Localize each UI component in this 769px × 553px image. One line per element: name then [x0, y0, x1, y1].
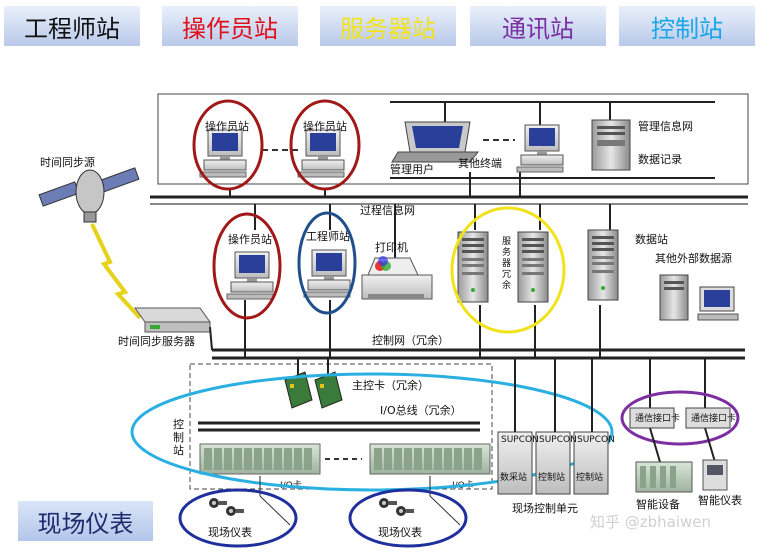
tab-comm-station[interactable]: 通讯站: [470, 6, 606, 46]
redundant-server-label: 服务器冗余: [502, 236, 511, 291]
cabinet-3-label: 控制站: [576, 471, 603, 483]
smart-instrument-icon: [702, 459, 728, 491]
smart-instrument-label: 智能仪表: [698, 493, 742, 507]
process-network-label: 过程信息网: [360, 203, 415, 217]
comm-station-highlight: [620, 390, 740, 446]
cabinet-icon: [497, 431, 609, 495]
comm-card-1-label: 通信接口卡: [635, 412, 680, 424]
time-server-icon: [134, 307, 211, 333]
supcon-label-1: SUPCON: [501, 435, 539, 445]
cabinet-2-label: 控制站: [538, 471, 565, 483]
data-station-label: 数据站: [635, 232, 668, 246]
laptop-icon: [391, 121, 480, 163]
printer-icon: [361, 256, 433, 300]
tab-server-station[interactable]: 服务器站: [320, 6, 456, 46]
operator-station-1-label: 操作员站: [205, 119, 249, 133]
operator-station-highlight: [192, 99, 264, 191]
control-station-highlight: [130, 372, 614, 492]
comm-card-2-label: 通信接口卡: [691, 412, 736, 424]
supcon-label-3: SUPCON: [577, 435, 615, 445]
watermark-text: 知乎 @zbhaiwen: [590, 513, 711, 531]
other-terminals-label: 其他终端: [458, 156, 502, 170]
main-control-card-icon: [284, 371, 343, 409]
tab-label: 操作员站: [182, 14, 278, 43]
server-station-highlight: [450, 206, 566, 334]
legend-label: 现场仪表: [37, 509, 134, 538]
external-data-label: 其他外部数据源: [655, 251, 732, 265]
tab-label: 控制站: [651, 14, 723, 43]
supcon-label-2: SUPCON: [539, 435, 577, 445]
smart-device-icon: [635, 461, 693, 493]
engineer-station-highlight: [297, 211, 357, 315]
external-pc-icon: [659, 274, 739, 321]
lightning-icon: [90, 223, 142, 320]
io-bus-label: I/O总线（冗余）: [380, 403, 462, 417]
cabinet-1-label: 数采站: [500, 471, 527, 483]
operator-station-2-label: 操作员站: [303, 119, 347, 133]
printer-label: 打印机: [375, 240, 408, 254]
tab-control-station[interactable]: 控制站: [619, 6, 755, 46]
tab-label: 工程师站: [24, 14, 120, 43]
tab-engineer-station[interactable]: 工程师站: [4, 6, 140, 46]
time-server-label: 时间同步服务器: [118, 335, 195, 348]
control-network-label: 控制网（冗余）: [372, 333, 449, 347]
field-instrument-2-label: 现场仪表: [378, 525, 422, 539]
operator-station-3-label: 操作员站: [228, 232, 272, 246]
tab-label: 通讯站: [502, 14, 574, 43]
smart-device-label: 智能设备: [636, 497, 680, 511]
mis-network-label: 管理信息网: [638, 119, 693, 133]
satellite-icon: [38, 167, 140, 223]
admin-user-label: 管理用户: [390, 162, 434, 176]
tab-label: 服务器站: [340, 14, 436, 43]
time-source-label: 时间同步源: [40, 155, 95, 169]
data-record-label: 数据记录: [638, 152, 682, 166]
engineer-station-label: 工程师站: [306, 229, 350, 243]
control-station-vertical-label: 控制站: [173, 417, 184, 457]
mis-server-icon: [591, 119, 631, 171]
main-control-card-label: 主控卡（冗余）: [352, 378, 429, 392]
field-instruments-legend: 现场仪表: [18, 501, 153, 541]
field-instrument-highlight: [178, 488, 298, 548]
field-control-unit-label: 现场控制单元: [512, 501, 578, 515]
tab-operator-station[interactable]: 操作员站: [162, 6, 298, 46]
field-instrument-1-label: 现场仪表: [208, 525, 252, 539]
